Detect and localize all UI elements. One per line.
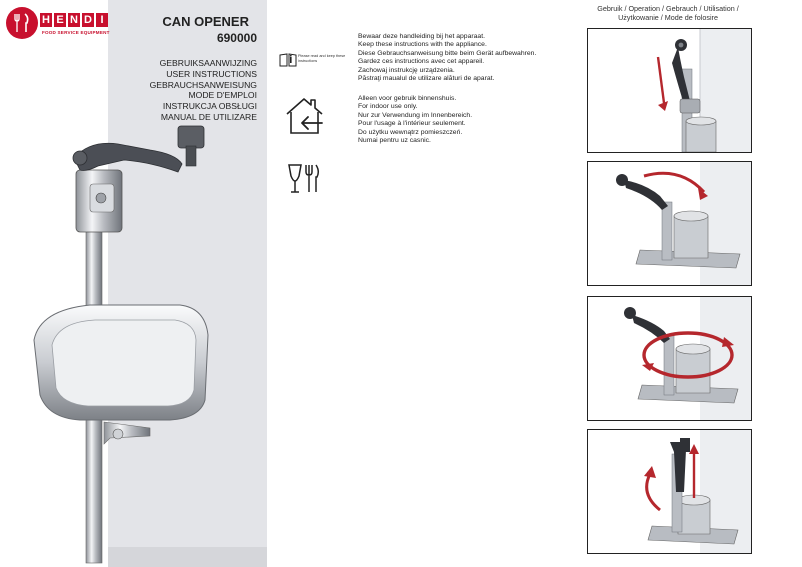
step-1-illustration [656, 29, 751, 152]
brand-logo: H E N D I FOOD SERVICE EQUIPMENT [6, 7, 114, 43]
food-safe-icon [288, 164, 320, 193]
usage-step-2 [587, 161, 752, 286]
logo-subtitle: FOOD SERVICE EQUIPMENT [42, 30, 110, 35]
indoor-use-line: Pour l'usage à l'intérieur seulement. [358, 120, 466, 128]
arrow-up-icon [689, 444, 699, 454]
logo-letter: D [82, 13, 94, 27]
indoor-use-line: Alleen voor gebruik binnenshuis. [358, 95, 457, 102]
indoor-use-text: Alleen voor gebruik binnenshuis. For ind… [358, 95, 472, 145]
keep-instructions-text: Bewaar deze handleiding bij het apparaat… [358, 33, 536, 83]
product-name: CAN OPENER [162, 14, 249, 29]
keep-instructions-line: Diese Gebrauchsanweisung bitte beim Gerä… [358, 49, 537, 57]
usage-heading-line: Gebruik / Operation / Gebrauch / Utilisa… [597, 4, 739, 13]
keep-instructions-line: Keep these instructions with the applian… [358, 41, 487, 49]
logo-letter: E [54, 13, 66, 27]
cover-panel: H E N D I FOOD SERVICE EQUIPMENT CAN OPE… [0, 0, 267, 567]
language-item: USER INSTRUCTIONS [166, 68, 257, 79]
curved-arrow-icon [698, 188, 708, 200]
logo-emblem [6, 7, 38, 39]
manual-icon-caption: Please read and keep these instructions [298, 54, 346, 63]
indoor-use-line: Numai pentru uz casnic. [358, 137, 431, 145]
usage-heading: Gebruik / Operation / Gebrauch / Utilisa… [572, 4, 764, 22]
keep-instructions-line: Gardez ces instructions avec cet apparei… [358, 58, 485, 66]
language-item: MANUAL DE UTILIZARE [160, 111, 257, 122]
indoor-use-line: Do użytku wewnątrz pomieszczeń. [358, 128, 463, 136]
keep-instructions-line: Păstraţi maualul de utilizare alături de… [358, 75, 495, 83]
indoor-use-line: Nur zur Verwendung im Innenbereich. [358, 111, 473, 119]
usage-heading-line: Użytkowanie / Mode de folosire [618, 13, 718, 22]
logo-wordmark: H E N D I [40, 13, 108, 27]
step-3-illustration [624, 297, 751, 420]
keep-instructions-line: Zachowaj instrukcję urządzenia. [358, 66, 455, 74]
language-item: GEBRAUCHSANWEISUNG [149, 79, 257, 90]
language-item: INSTRUKCJA OBSŁUGI [162, 101, 257, 112]
cover-grey-block [108, 0, 267, 567]
logo-letter: I [96, 13, 108, 27]
product-title-block: CAN OPENER 690000 [162, 14, 257, 45]
keep-instructions-line: Bewaar deze handleiding bij het apparaat… [358, 33, 485, 40]
usage-step-4 [587, 429, 752, 554]
cutlery-icon [14, 13, 29, 32]
rotate-arrow-icon [722, 337, 734, 347]
usage-step-1 [587, 28, 752, 153]
logo-letter: H [40, 13, 52, 27]
read-manual-icon [279, 53, 297, 67]
step-4-illustration [644, 430, 751, 553]
language-list: GEBRUIKSAANWIJZING USER INSTRUCTIONS GEB… [150, 58, 257, 123]
indoor-use-line: For indoor use only. [358, 103, 418, 111]
logo-letter: N [68, 13, 80, 27]
indoor-use-icon [286, 98, 323, 134]
language-item: GEBRUIKSAANWIJZING [159, 58, 257, 68]
can-opener-product-image [33, 125, 209, 564]
step-2-illustration [616, 162, 751, 285]
product-code: 690000 [216, 31, 257, 45]
usage-step-3 [587, 296, 752, 421]
arrow-down-icon [658, 101, 668, 111]
language-item: MODE D'EMPLOI [188, 90, 258, 101]
